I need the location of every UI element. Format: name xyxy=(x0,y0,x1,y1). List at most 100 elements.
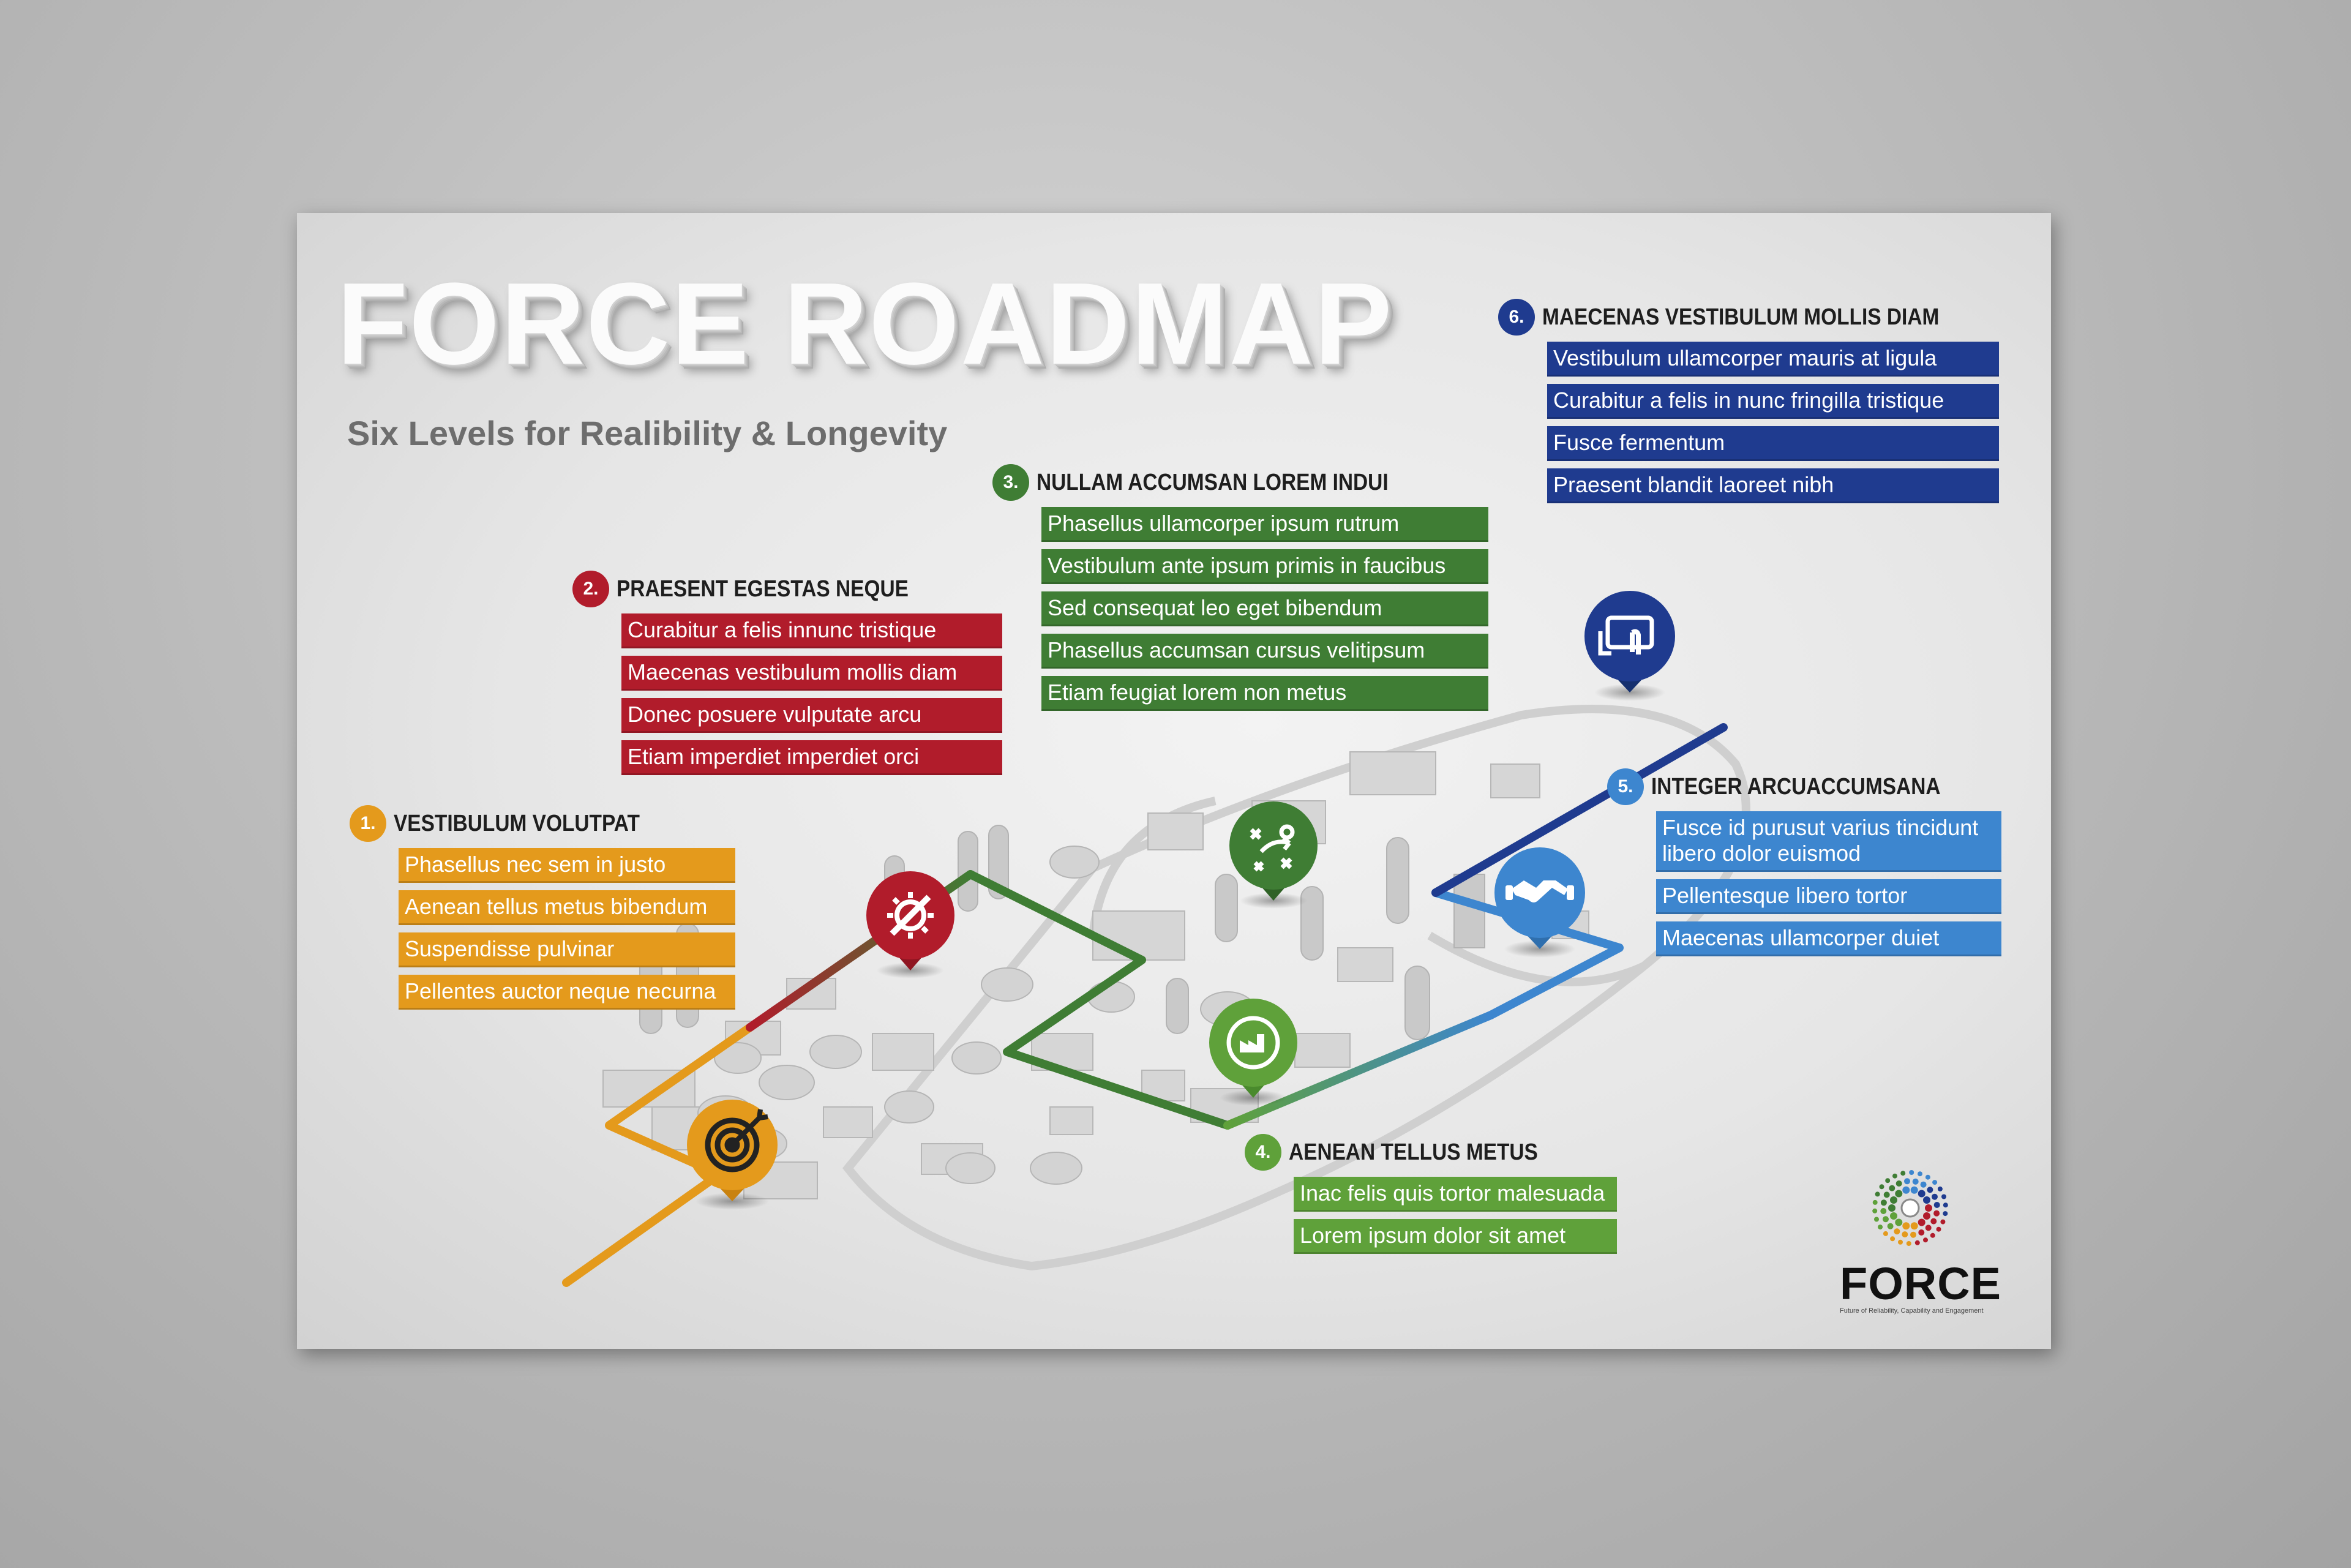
section-3: 3. NULLAM ACCUMSAN LOREM INDUI Phasellus… xyxy=(992,463,1488,718)
section-2-number-badge: 2. xyxy=(572,571,609,607)
logo-dot xyxy=(1906,1241,1911,1246)
logo-dot xyxy=(1920,1181,1927,1188)
section-2-item: Etiam imperdiet imperdiet orci xyxy=(621,740,1002,775)
logo-dot xyxy=(1910,1222,1918,1230)
section-1-title: VESTIBULUM VOLUTPAT xyxy=(394,810,640,836)
logo-dot xyxy=(1895,1190,1903,1198)
section-4-number-badge: 4. xyxy=(1245,1134,1281,1171)
logo-dot xyxy=(1883,1231,1888,1236)
section-5: 5. INTEGER ARCUACCUMSANA Fusce id purusu… xyxy=(1607,767,2001,964)
logo-dot xyxy=(1902,1222,1910,1230)
section-6-item: Praesent blandit laoreet nibh xyxy=(1547,468,1999,503)
section-6-title: MAECENAS VESTIBULUM MOLLIS DIAM xyxy=(1542,304,1940,330)
logo-dot xyxy=(1895,1218,1903,1226)
logo-dot xyxy=(1872,1208,1878,1214)
section-2: 2. PRAESENT EGESTAS NEQUE Curabitur a fe… xyxy=(572,569,1002,782)
target-icon xyxy=(705,1109,768,1172)
section-3-number-badge: 3. xyxy=(992,464,1029,501)
city-outline xyxy=(842,705,1750,1271)
logo-dot xyxy=(1885,1178,1891,1184)
logo-dot xyxy=(1889,1185,1895,1191)
city-buildings xyxy=(602,751,1589,1199)
roadmap-poster: FORCE ROADMAP Six Levels for Realibility… xyxy=(297,213,2051,1349)
section-5-item: Pellentesque libero tortor xyxy=(1656,879,2001,914)
logo-dot xyxy=(1933,1210,1940,1217)
logo-dot xyxy=(1923,1212,1930,1220)
logo-dot xyxy=(1918,1229,1925,1236)
logo-dot xyxy=(1890,1196,1897,1204)
logo-dot xyxy=(1932,1193,1938,1200)
logo-dot xyxy=(1875,1191,1880,1197)
section-2-title: PRAESENT EGESTAS NEQUE xyxy=(617,576,909,602)
logo-dot xyxy=(1933,1202,1940,1208)
logo-dot xyxy=(1943,1202,1948,1208)
section-6-item: Fusce fermentum xyxy=(1547,426,1999,461)
logo-dot xyxy=(1890,1212,1897,1220)
road-segment-3 xyxy=(966,870,1232,1130)
section-4-title: AENEAN TELLUS METUS xyxy=(1289,1139,1538,1165)
road-segment-4 xyxy=(1223,1011,1495,1130)
section-1-item: Aenean tellus metus bibendum xyxy=(399,890,735,925)
logo-dot xyxy=(1936,1226,1941,1232)
logo-dot xyxy=(1879,1184,1884,1190)
section-2-item: Donec posuere vulputate arcu xyxy=(621,698,1002,733)
force-logo: FORCE Future of Reliability, Capability … xyxy=(1840,1162,2001,1315)
section-1-number-badge: 1. xyxy=(350,805,386,842)
logo-dot xyxy=(1880,1208,1887,1214)
logo-dot xyxy=(1880,1199,1887,1206)
logo-dot xyxy=(1874,1217,1879,1222)
gear-wrench-icon xyxy=(887,892,934,939)
section-3-item: Phasellus accumsan cursus velitipsum xyxy=(1041,634,1488,669)
logo-dot xyxy=(1900,1171,1906,1176)
logo-dot xyxy=(1943,1211,1948,1217)
logo-dot xyxy=(1923,1196,1930,1204)
logo-dot xyxy=(1918,1218,1925,1226)
logo-dot xyxy=(1883,1191,1890,1198)
milestone-6 xyxy=(1584,591,1675,701)
logo-dot xyxy=(1927,1187,1933,1193)
logo-dot xyxy=(1914,1240,1920,1245)
section-4-item: Lorem ipsum dolor sit amet xyxy=(1294,1219,1617,1254)
section-5-item: Fusce id purusut varius tincidunt libero… xyxy=(1656,811,2001,872)
section-3-title: NULLAM ACCUMSAN LOREM INDUI xyxy=(1037,469,1389,495)
section-6: 6. MAECENAS VESTIBULUM MOLLIS DIAM Vesti… xyxy=(1498,298,1999,511)
logo-wordmark: FORCE xyxy=(1840,1258,2001,1309)
milestone-3 xyxy=(1229,801,1318,909)
force-logo-mark-icon xyxy=(1872,1170,1948,1246)
section-1-item: Phasellus nec sem in justo xyxy=(399,848,735,883)
section-3-item: Phasellus ullamcorper ipsum rutrum xyxy=(1041,507,1488,542)
logo-dot xyxy=(1940,1219,1946,1225)
milestone-1 xyxy=(687,1100,778,1210)
milestones xyxy=(687,591,1675,1210)
page-subtitle: Six Levels for Realibility & Longevity xyxy=(347,414,948,452)
logo-dot xyxy=(1902,1231,1908,1238)
milestone-5 xyxy=(1494,847,1585,958)
logo-dot xyxy=(1887,1223,1894,1229)
logo-dot xyxy=(1925,1174,1930,1180)
logo-dot xyxy=(1890,1236,1895,1242)
section-4: 4. AENEAN TELLUS METUS Inac felis quis t… xyxy=(1245,1133,1617,1261)
section-3-item: Vestibulum ante ipsum primis in faucibus xyxy=(1041,549,1488,584)
logo-dot xyxy=(1941,1194,1946,1199)
section-1: 1. VESTIBULUM VOLUTPAT Phasellus nec sem… xyxy=(350,804,735,1017)
logo-dot xyxy=(1902,1186,1910,1194)
logo-dot xyxy=(1883,1216,1889,1223)
section-5-number-badge: 5. xyxy=(1607,768,1644,805)
section-2-item: Curabitur a felis innunc tristique xyxy=(621,613,1002,648)
strategy-icon xyxy=(1250,824,1295,872)
section-1-item: Suspendisse pulvinar xyxy=(399,932,735,967)
milestone-4 xyxy=(1209,999,1297,1106)
logo-dot xyxy=(1872,1199,1878,1205)
section-6-item: Vestibulum ullamcorper mauris at ligula xyxy=(1547,342,1999,377)
logo-tagline: Future of Reliability, Capability and En… xyxy=(1840,1307,1984,1315)
milestone-2 xyxy=(866,871,954,978)
logo-dot xyxy=(1910,1186,1918,1194)
handshake-icon xyxy=(1505,880,1574,902)
road-segment-1 xyxy=(562,1023,754,1287)
section-4-item: Inac felis quis tortor malesuada xyxy=(1294,1177,1617,1212)
section-2-item: Maecenas vestibulum mollis diam xyxy=(621,656,1002,691)
logo-dot xyxy=(1878,1225,1883,1230)
logo-dot xyxy=(1925,1225,1932,1231)
logo-dot xyxy=(1898,1239,1903,1245)
logo-dot xyxy=(1895,1180,1902,1187)
